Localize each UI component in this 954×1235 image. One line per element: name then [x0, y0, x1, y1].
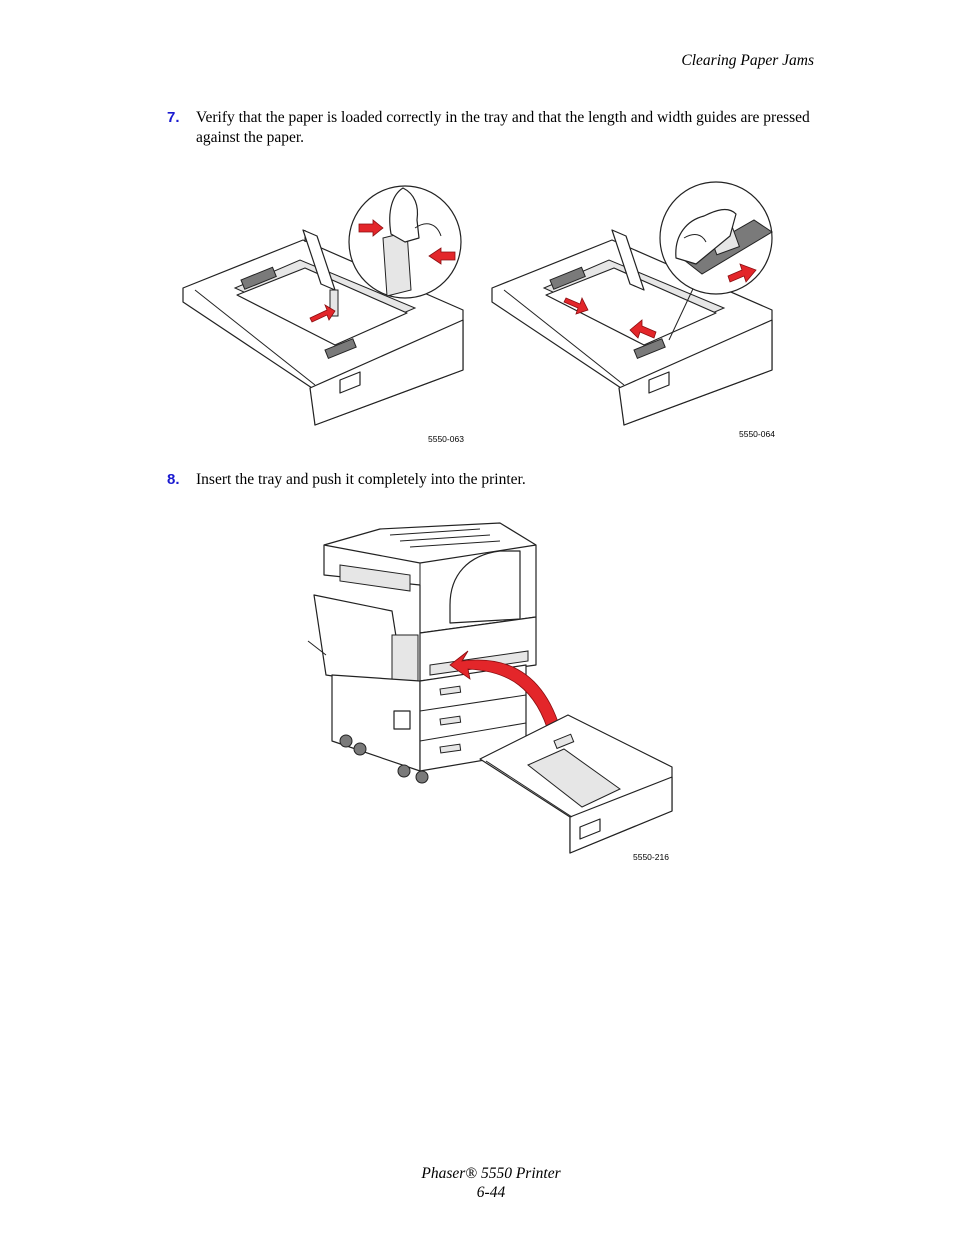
- step-8: 8. Insert the tray and push it completel…: [167, 470, 827, 490]
- step-8-number: 8.: [167, 471, 180, 488]
- page-header-title: Clearing Paper Jams: [681, 52, 814, 69]
- step-8-text: Insert the tray and push it completely i…: [196, 471, 526, 488]
- step-7: 7. Verify that the paper is loaded corre…: [167, 108, 827, 148]
- right-tray-caption: 5550-064: [739, 429, 775, 439]
- printer-caption: 5550-216: [633, 852, 669, 862]
- footer-page-number: 6-44: [476, 1184, 506, 1201]
- left-tray-caption: 5550-063: [428, 434, 464, 444]
- tray-length-guide-illustration: [491, 181, 773, 426]
- footer-product: Phaser® 5550 Printer: [421, 1165, 561, 1182]
- step-7-number: 7.: [167, 109, 180, 126]
- tray-width-guide-illustration: [182, 185, 464, 426]
- step-7-text: Verify that the paper is loaded correctl…: [196, 109, 810, 146]
- printer-insert-tray-illustration: [307, 522, 673, 854]
- page-footer: Phaser® 5550 Printer 6-44: [0, 1164, 954, 1202]
